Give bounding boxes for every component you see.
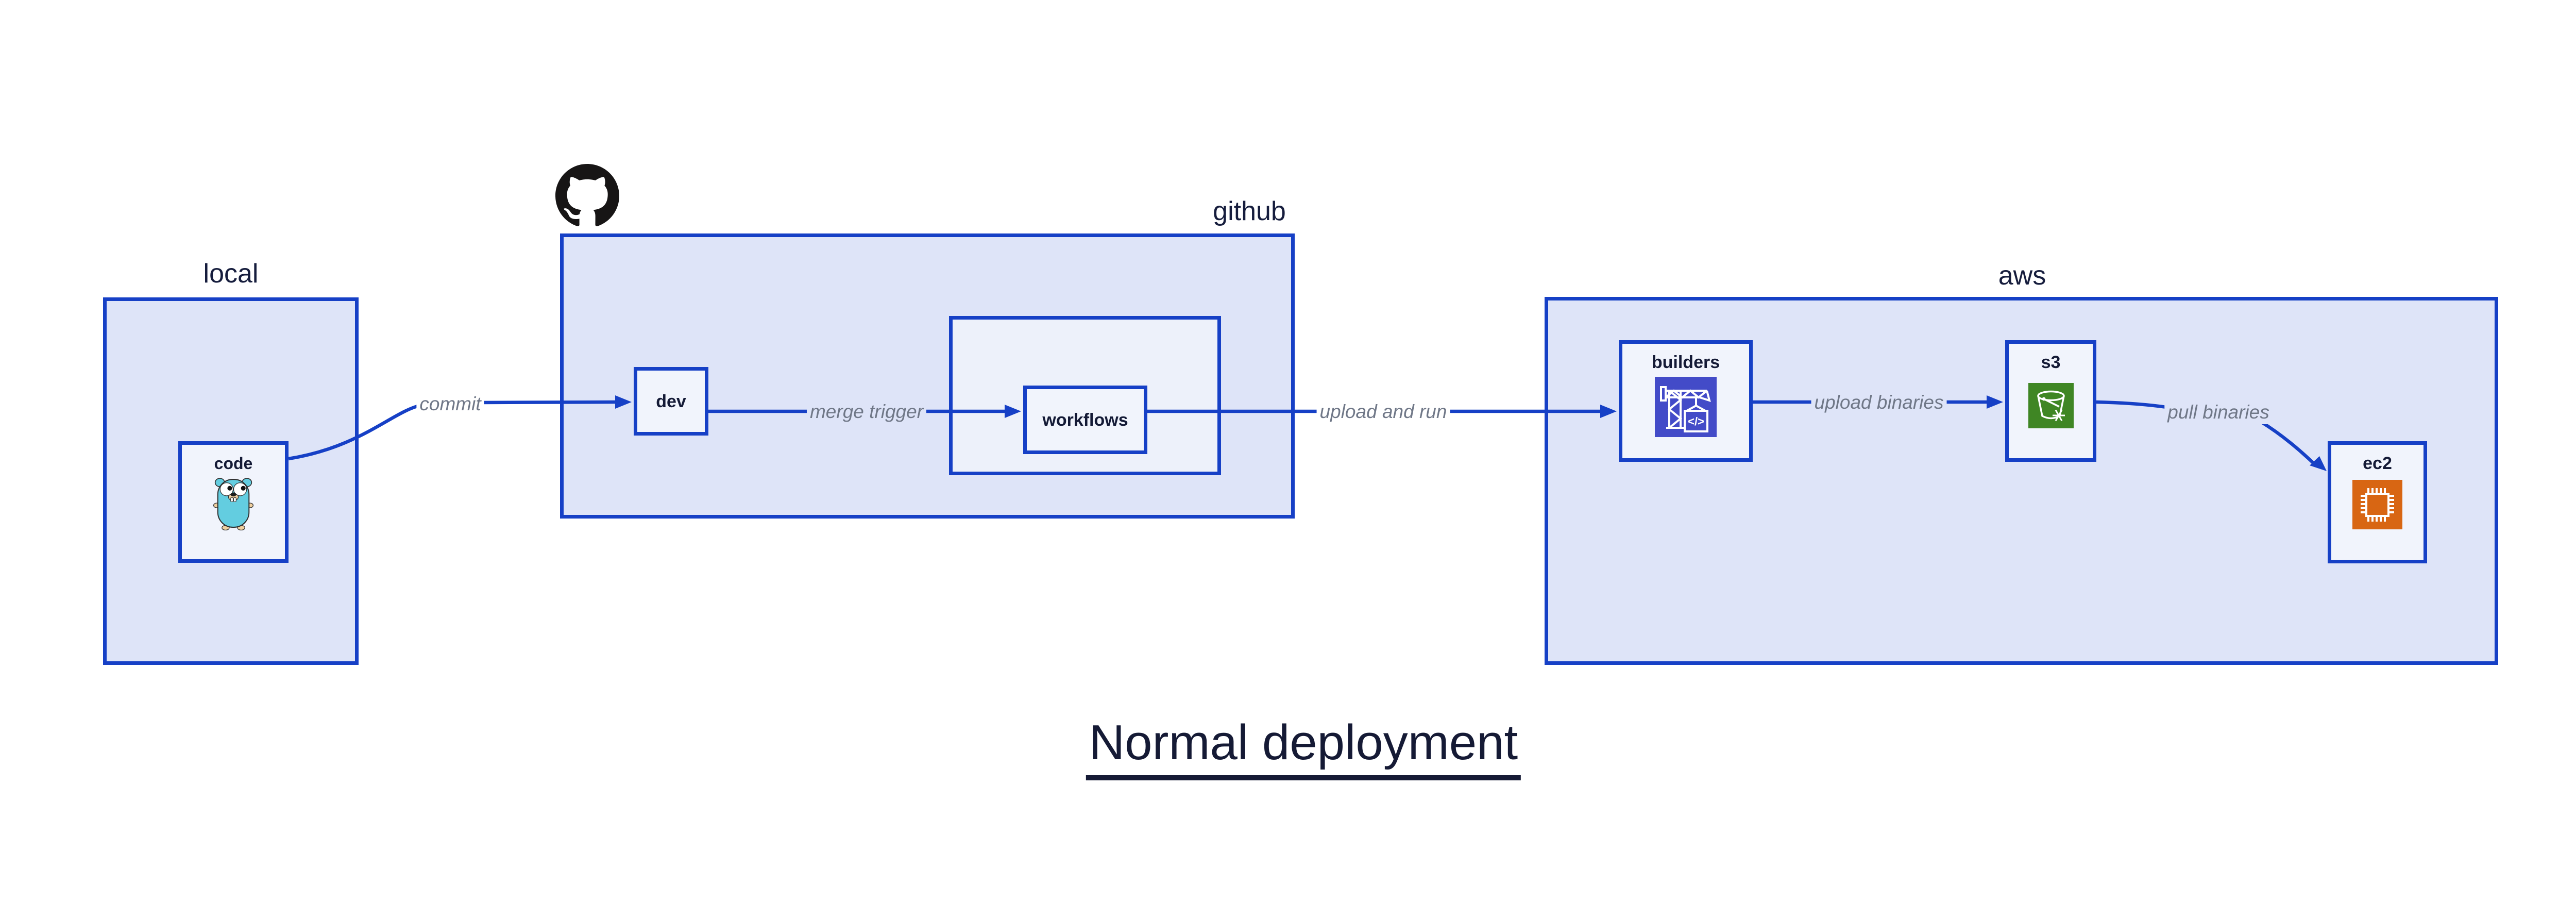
github-label: github <box>1213 196 1286 226</box>
go-gopher-icon <box>212 476 255 533</box>
node-workflows: workflows <box>1023 386 1147 454</box>
node-ec2: ec2 <box>2328 441 2427 563</box>
code-node-label: code <box>214 454 253 473</box>
node-builders: builders </> <box>1619 340 1753 462</box>
builders-node-label: builders <box>1651 353 1720 372</box>
s3-bucket-icon <box>2028 383 2074 431</box>
dev-node-label: dev <box>656 391 686 411</box>
node-dev: dev <box>634 367 708 436</box>
edge-label-upload-binaries: upload binaries <box>1811 391 1947 414</box>
node-code: code <box>178 441 289 563</box>
edge-label-merge-trigger: merge trigger <box>806 400 927 424</box>
node-s3: s3 <box>2005 340 2096 462</box>
aws-label: aws <box>1998 261 2046 291</box>
diagram-title: Normal deployment <box>1086 714 1521 780</box>
edge-label-pull-binaries: pull binaries <box>2164 400 2273 424</box>
github-logo-icon <box>555 164 619 226</box>
local-label: local <box>203 259 259 289</box>
edge-label-commit: commit <box>416 392 484 416</box>
s3-node-label: s3 <box>2041 353 2061 372</box>
workflows-node-label: workflows <box>1042 410 1128 430</box>
edge-label-upload-and-run: upload and run <box>1316 400 1450 424</box>
code-glyph: </> <box>1688 415 1704 428</box>
ec2-chip-icon <box>2352 480 2402 532</box>
codebuild-crane-icon: </> <box>1655 377 1717 440</box>
ec2-node-label: ec2 <box>2363 454 2392 473</box>
